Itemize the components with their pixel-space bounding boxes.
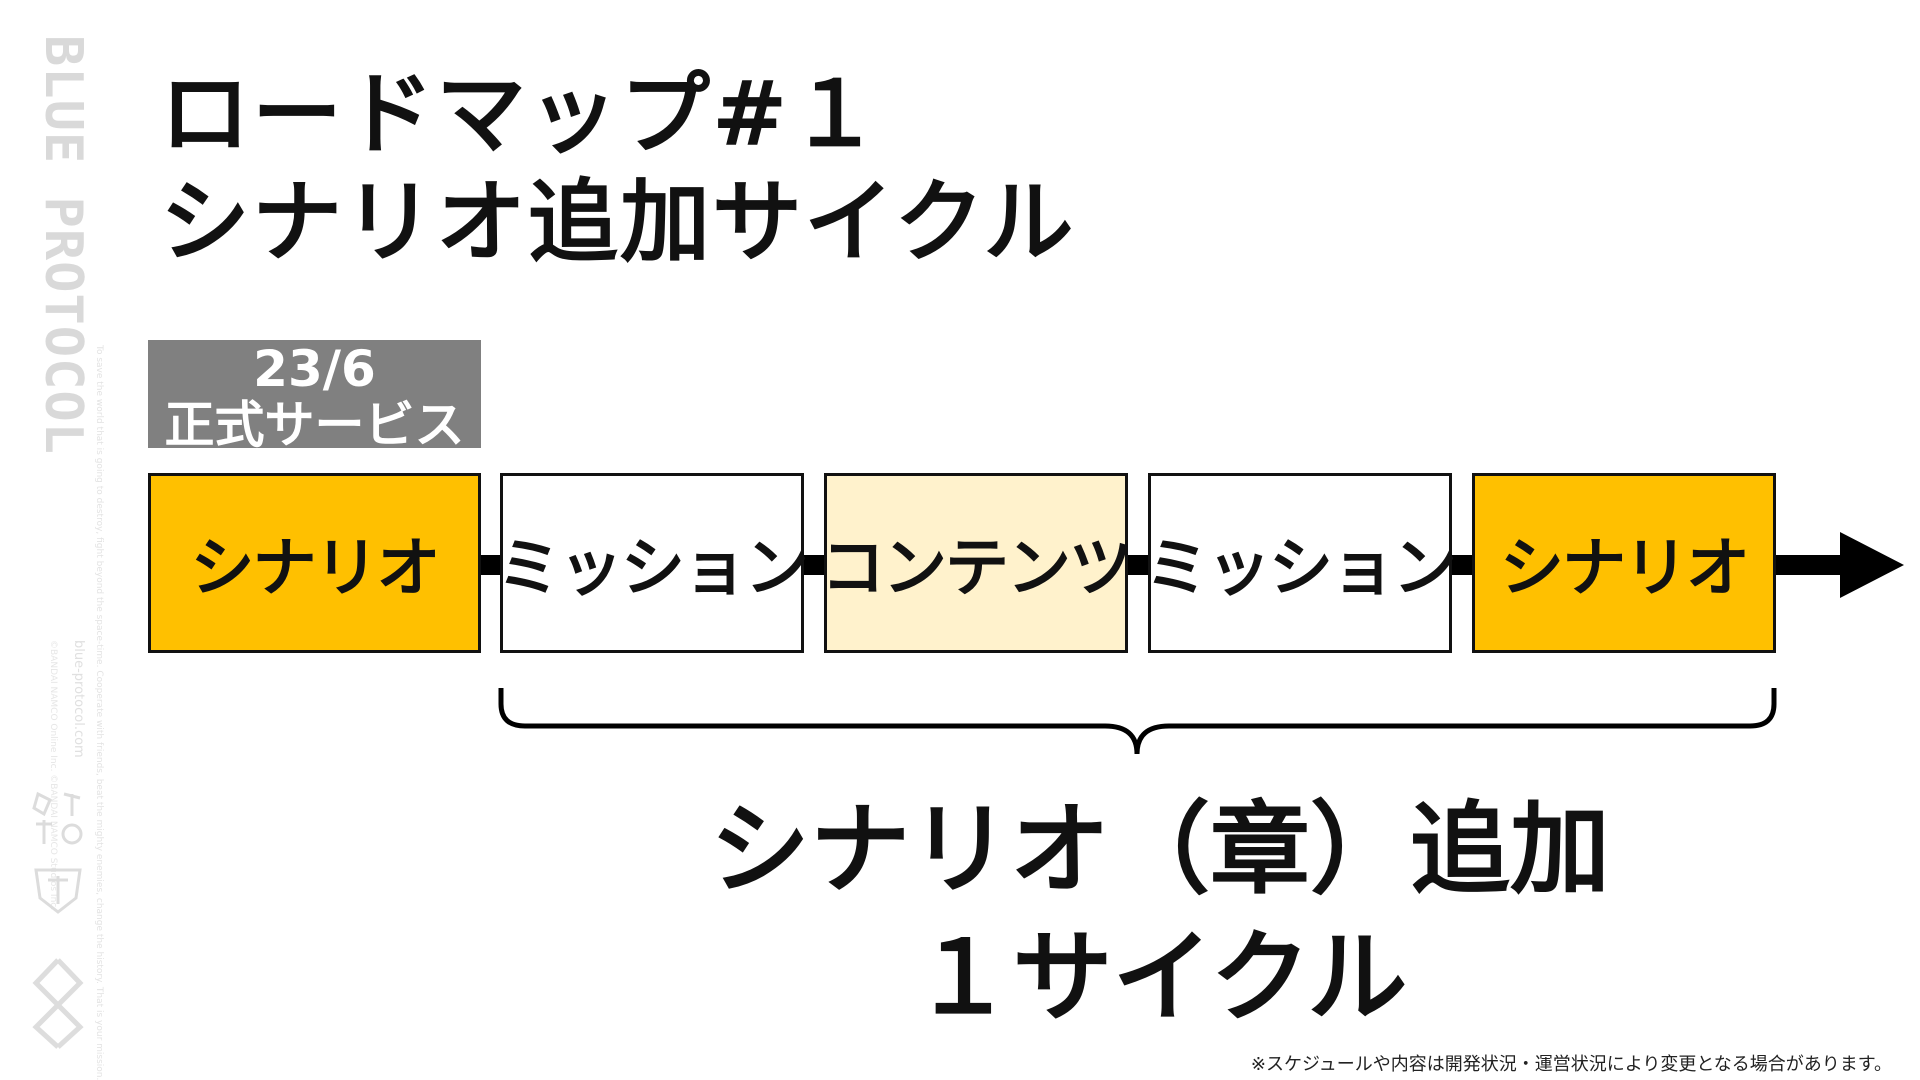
page-title: ロードマップ#１ シナリオ追加サイクル bbox=[160, 60, 1076, 276]
brand-strip: BLUE PROTOCOL To save the world that is … bbox=[0, 0, 120, 1080]
stage-scenario-2: シナリオ bbox=[1472, 473, 1776, 653]
title-line-1: ロードマップ#１ bbox=[160, 61, 882, 167]
cycle-brace bbox=[498, 688, 1777, 755]
crest-icon bbox=[34, 868, 82, 914]
timeline-arrow-icon bbox=[1840, 532, 1904, 598]
faction-emblems-icon bbox=[32, 791, 83, 845]
footnote: ※スケジュールや内容は開発状況・運営状況により変更となる場合があります。 bbox=[1250, 1054, 1892, 1075]
stage-scenario-1: シナリオ bbox=[148, 473, 481, 653]
cycle-label: シナリオ（章）追加 １サイクル bbox=[540, 785, 1780, 1041]
cycle-label-line-1: シナリオ（章）追加 bbox=[710, 790, 1610, 908]
stage-mission-2: ミッション bbox=[1145, 473, 1457, 653]
symbol-icon bbox=[32, 958, 84, 1049]
stage-mission-1: ミッション bbox=[497, 473, 809, 653]
launch-service-label: 正式サービス bbox=[164, 396, 465, 448]
cycle-label-line-2: １サイクル bbox=[912, 918, 1408, 1036]
launch-date: 23/6 bbox=[253, 340, 376, 398]
stage-contents: コンテンツ bbox=[821, 473, 1133, 653]
launch-label: 23/6 正式サービス bbox=[148, 340, 481, 448]
title-line-2: シナリオ追加サイクル bbox=[160, 169, 1076, 275]
